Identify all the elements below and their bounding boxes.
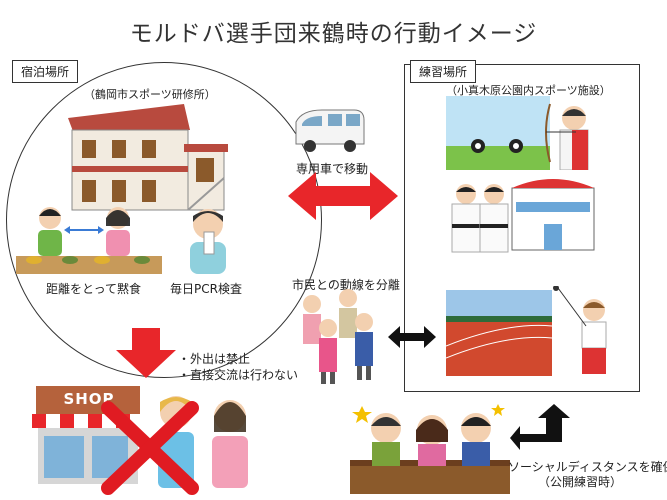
archery-illustration: [446, 96, 589, 170]
spectators-illustration: [350, 404, 510, 494]
page-title: モルドバ選手団来鶴時の行動イメージ: [129, 21, 538, 47]
eat-silently-caption: 距離をとって黙食: [46, 282, 142, 296]
public-practice-caption: （公開練習時）: [538, 475, 623, 489]
social-distance-caption: ソーシャルディスタンスを確保: [508, 460, 667, 474]
shop-sign: SHOP: [63, 390, 115, 408]
practice-facility-label: （小真木原公園内スポーツ施設）: [446, 84, 611, 97]
van-icon: [295, 109, 365, 152]
lodging-area: [6, 62, 322, 378]
judo-gym-illustration: [451, 179, 595, 253]
dormitory-building-illustration: [68, 104, 228, 211]
lodging-tag: 宿泊場所: [12, 60, 79, 83]
shop-illustration: [32, 386, 144, 484]
elbow-arrow-black: [510, 404, 570, 450]
hammer-throw-illustration: [446, 286, 607, 376]
separate-citizens-caption: 市民との動線を分離: [292, 278, 400, 292]
pcr-caption: 毎日PCR検査: [170, 282, 242, 296]
no-contact-rule: ・直接交流は行わない: [178, 368, 299, 382]
private-car-caption: 専用車で移動: [296, 162, 369, 176]
chatting-people-illustration: [158, 396, 248, 488]
forbidden-cross-icon: [101, 401, 199, 495]
no-outing-rule: ・外出は禁止: [178, 352, 251, 366]
down-arrow-red: [116, 328, 176, 378]
practice-tag: 練習場所: [410, 60, 477, 83]
pcr-test-person-illustration: [190, 209, 226, 274]
lodging-facility-label: （鶴岡市スポーツ研修所）: [84, 88, 216, 101]
citizens-walking-illustration: [303, 289, 373, 384]
lodging-practice-double-arrow: [288, 172, 398, 220]
dining-people-illustration: [16, 207, 162, 274]
separation-double-arrow: [388, 326, 436, 348]
